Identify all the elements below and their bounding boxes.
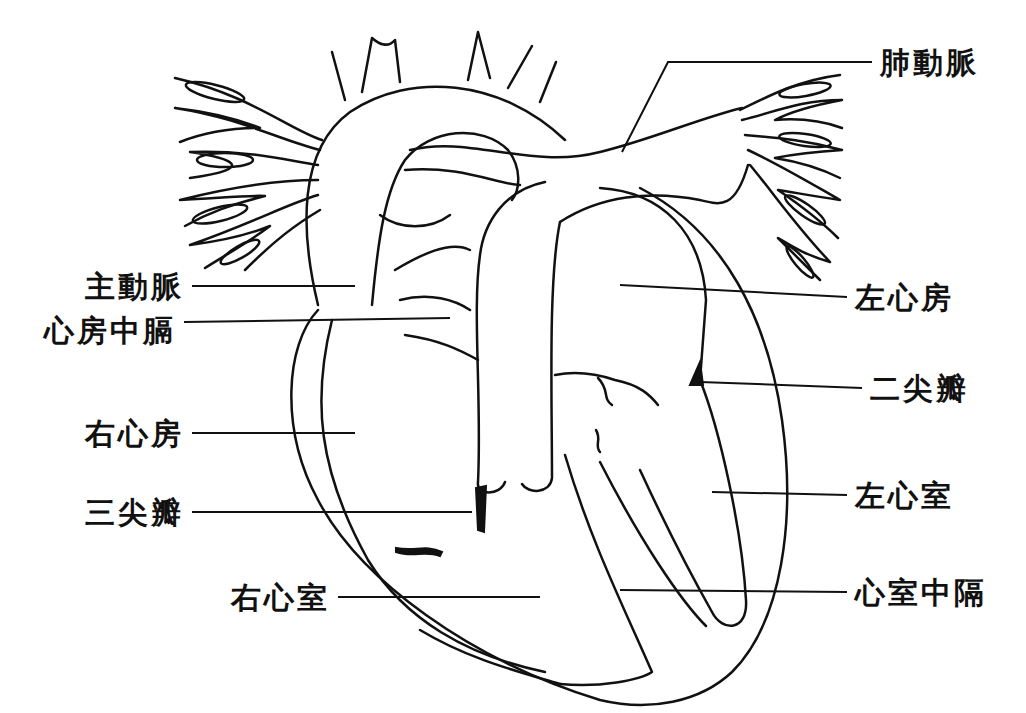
tricuspid-valve (476, 486, 486, 532)
part-label: 心房中膈 (42, 314, 178, 347)
part-label: 右心房 (83, 417, 186, 450)
leader-line (620, 590, 847, 592)
part-label: 二尖瓣 (868, 372, 971, 405)
heart-wall (321, 320, 545, 672)
aorta-outline (372, 133, 518, 305)
ventricular-septum (600, 462, 706, 626)
vessel (508, 46, 556, 102)
heart-outline (291, 188, 787, 705)
pulmonary-artery-outline (405, 169, 520, 185)
left-lung (175, 78, 322, 270)
leader-line (338, 596, 540, 598)
part-label: 三尖瓣 (83, 496, 186, 529)
atrial-septum (395, 247, 478, 360)
trunk-outline (522, 222, 560, 491)
leader-line (192, 432, 355, 434)
leader-line (184, 318, 450, 322)
leader-line (620, 285, 847, 297)
leader-line (700, 382, 862, 388)
part-label: 左心室 (853, 479, 956, 512)
ventricular-septum (560, 455, 652, 685)
vessel (380, 215, 450, 226)
leader-line (622, 62, 872, 152)
pulmonary-artery-outline (560, 165, 748, 222)
part-label: 肺動脈 (878, 46, 981, 79)
right-ventricle-outline (420, 630, 560, 684)
right-lung (740, 75, 842, 281)
part-label: 心室中隔 (853, 576, 989, 609)
vessel (468, 32, 490, 80)
valve-cord (596, 378, 612, 452)
leader-line (192, 285, 355, 287)
trunk-outline (477, 182, 545, 493)
pulmonary-artery-outline (410, 108, 742, 157)
vessel (332, 52, 345, 100)
aorta-outline (306, 87, 565, 305)
valve-mark (396, 548, 442, 556)
left-ventricle-outline (600, 188, 746, 626)
leader-line (712, 492, 847, 495)
part-label: 左心房 (853, 281, 956, 314)
vessel (362, 38, 400, 92)
part-label: 主動脈 (83, 270, 186, 303)
leader-line (192, 511, 472, 513)
part-label: 右心室 (229, 581, 332, 614)
